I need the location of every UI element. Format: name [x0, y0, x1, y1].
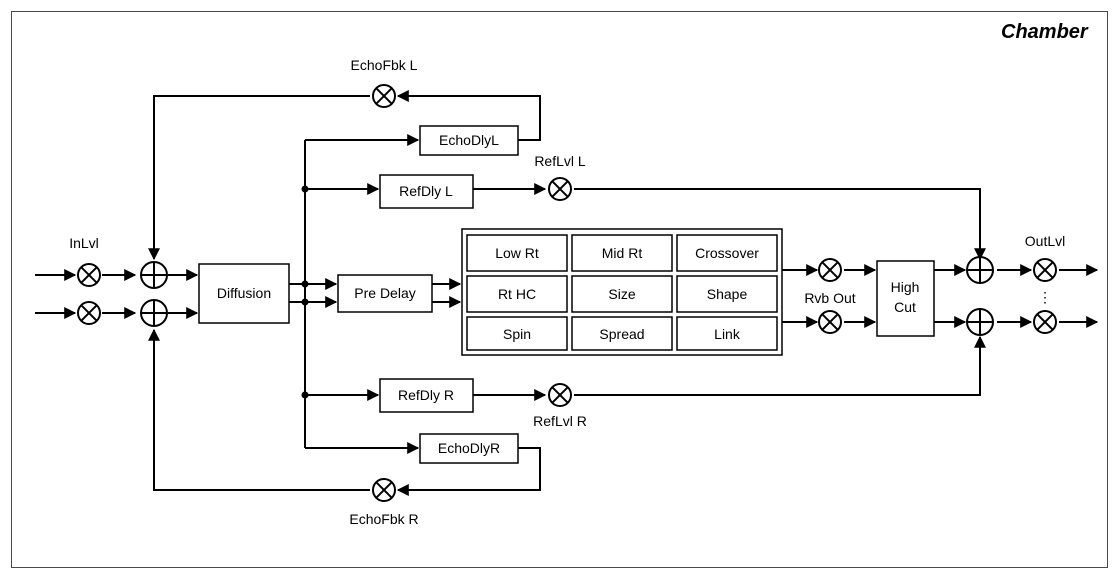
- grid-cell-low-rt-label: Low Rt: [495, 245, 539, 261]
- echo-dly-l-block: [419, 125, 519, 156]
- pre-delay-label: Pre Delay: [354, 285, 415, 301]
- out-lvl-ellipsis: ⋮: [1038, 289, 1052, 305]
- pre-delay-block: [337, 274, 433, 313]
- grid-cell-mid-rt-label: Mid Rt: [602, 245, 643, 261]
- reverb-parameter-grid: Low Rt Mid Rt Crossover Rt HC Size Shape…: [461, 228, 783, 356]
- input-summer-top: [140, 261, 168, 289]
- high-cut-label-line1: High: [891, 279, 920, 295]
- grid-cell-mid-rt: [571, 234, 673, 272]
- out-lvl-multiplier-top: [1033, 258, 1057, 282]
- ref-lvl-l-multiplier: [548, 177, 572, 201]
- in-lvl-label: InLvl: [69, 235, 99, 251]
- rvb-out-multiplier-bottom: [818, 310, 842, 334]
- grid-cell-crossover: [676, 234, 778, 272]
- echo-fbk-l-multiplier: [372, 84, 396, 108]
- high-cut-block: [876, 260, 935, 337]
- out-lvl-label: OutLvl: [1025, 233, 1065, 249]
- grid-cell-link-label: Link: [714, 326, 741, 342]
- output-summer-top: [966, 256, 994, 284]
- ref-dly-r-block: [379, 378, 474, 413]
- grid-cell-spin: [466, 316, 568, 351]
- ref-dly-l-block: [379, 174, 474, 209]
- grid-cell-rt-hc: [466, 275, 568, 313]
- echo-dly-l-label: EchoDlyL: [439, 132, 499, 148]
- ref-dly-r-label: RefDly R: [398, 387, 454, 403]
- grid-cell-rt-hc-label: Rt HC: [498, 286, 536, 302]
- rvb-out-multiplier-top: [818, 258, 842, 282]
- echo-dly-r-label: EchoDlyR: [438, 440, 500, 456]
- echo-fbk-l-label: EchoFbk L: [351, 57, 418, 73]
- grid-cell-spread: [571, 316, 673, 351]
- diagram-title: Chamber: [1001, 21, 1089, 43]
- signal-wires: [35, 90, 1099, 496]
- ref-lvl-r-multiplier: [548, 383, 572, 407]
- grid-cell-shape: [676, 275, 778, 313]
- echo-dly-r-block: [419, 433, 519, 464]
- output-summer-bottom: [966, 308, 994, 336]
- out-lvl-multiplier-bottom: [1033, 310, 1057, 334]
- high-cut-label-line2: Cut: [894, 299, 916, 315]
- input-summer-bottom: [140, 299, 168, 327]
- diffusion-block: [198, 263, 290, 324]
- grid-cell-shape-label: Shape: [707, 286, 748, 302]
- grid-cell-low-rt: [466, 234, 568, 272]
- ref-dly-l-label: RefDly L: [399, 183, 453, 199]
- ref-lvl-l-label: RefLvl L: [534, 153, 586, 169]
- grid-cell-size-label: Size: [608, 286, 635, 302]
- echo-fbk-r-label: EchoFbk R: [349, 511, 418, 527]
- in-lvl-multiplier-top: [77, 263, 101, 287]
- grid-cell-crossover-label: Crossover: [695, 245, 759, 261]
- grid-cell-size: [571, 275, 673, 313]
- echo-fbk-r-multiplier: [372, 478, 396, 502]
- ref-lvl-r-label: RefLvl R: [533, 413, 587, 429]
- in-lvl-multiplier-bottom: [77, 301, 101, 325]
- diffusion-label: Diffusion: [217, 285, 271, 301]
- grid-cell-spread-label: Spread: [599, 326, 644, 342]
- grid-cell-link: [676, 316, 778, 351]
- grid-cell-spin-label: Spin: [503, 326, 531, 342]
- rvb-out-label: Rvb Out: [804, 290, 855, 306]
